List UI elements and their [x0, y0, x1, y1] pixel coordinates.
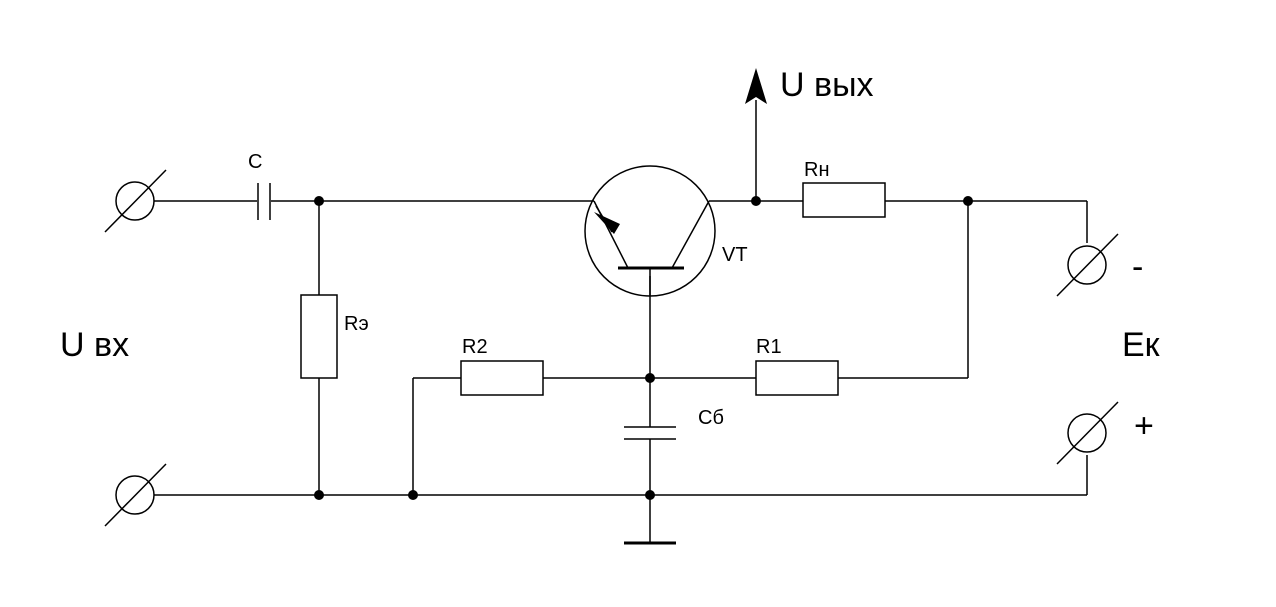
- transistor-vt: [584, 165, 716, 297]
- label-plus: +: [1134, 407, 1154, 445]
- resistor-r2: [460, 360, 544, 396]
- resistor-rn: [802, 182, 886, 218]
- resistor-re: [300, 294, 338, 379]
- terminal-minus: [1056, 233, 1119, 297]
- label-u-in: U вх: [60, 326, 129, 364]
- label-r1: R1: [756, 336, 782, 358]
- junction-dots: [314, 196, 973, 500]
- label-re: Rэ: [344, 313, 369, 335]
- label-u-out: U вых: [780, 66, 874, 104]
- label-minus: -: [1132, 248, 1143, 286]
- terminal-input-top: [104, 169, 167, 233]
- resistor-r1: [755, 360, 839, 396]
- label-cb: Cб: [698, 407, 724, 429]
- label-rn: Rн: [804, 159, 830, 181]
- capacitor-cb: [624, 426, 676, 440]
- terminal-input-bottom: [104, 463, 167, 527]
- label-ek: Eк: [1122, 326, 1161, 364]
- capacitor-c: [257, 183, 271, 220]
- output-arrow-icon: [745, 68, 767, 104]
- wires: [154, 100, 1088, 543]
- label-vt: VT: [722, 244, 748, 266]
- label-c: C: [248, 151, 262, 173]
- terminal-plus: [1056, 401, 1119, 465]
- label-r2: R2: [462, 336, 488, 358]
